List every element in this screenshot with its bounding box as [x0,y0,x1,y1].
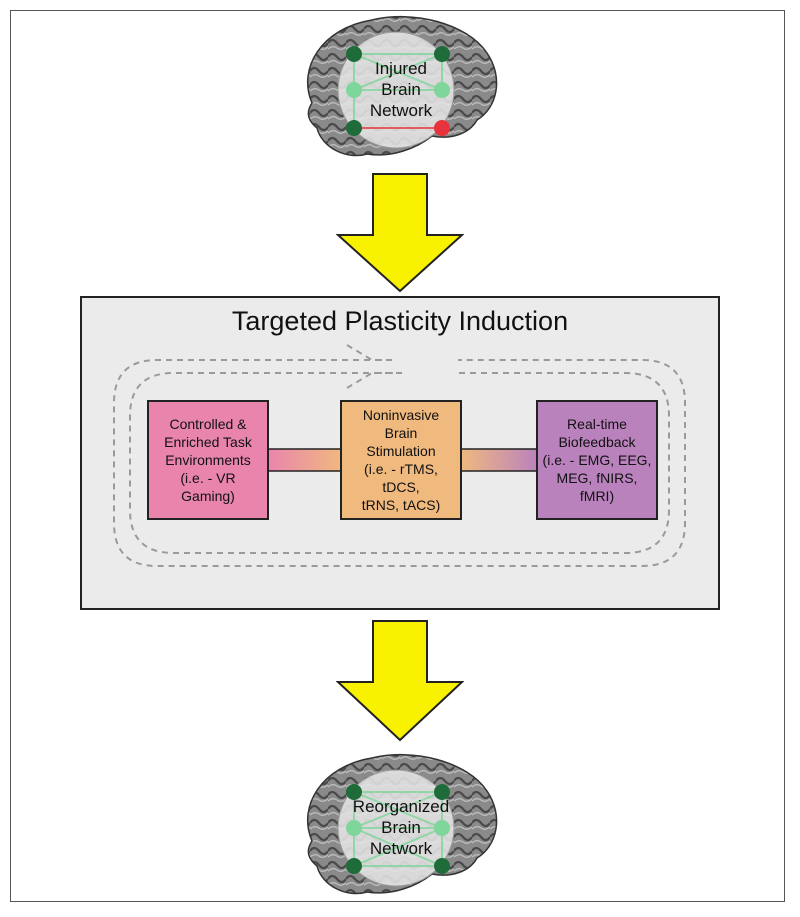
cycle-path [113,344,686,567]
plasticity-induction-panel: Targeted Plasticity Induction Controlled… [80,296,720,610]
reorganized-brain-image [307,753,498,895]
figure-frame [10,10,785,902]
injured-brain-label: Injured Brain Network [369,59,433,120]
panel-title: Targeted Plasticity Induction [231,306,569,336]
down-arrow-icon [336,620,464,742]
down-arrow-icon [336,173,464,293]
task-environments-box: Controlled & Enriched Task Environments … [147,400,269,520]
brain-stimulation-box: Noninvasive Brain Stimulation (i.e. - rT… [340,400,462,520]
reorganized-brain-label: Reorganized Brain Network [352,797,450,858]
injured-brain-image [307,15,498,157]
biofeedback-box: Real-time Biofeedback (i.e. - EMG, EEG, … [536,400,658,520]
